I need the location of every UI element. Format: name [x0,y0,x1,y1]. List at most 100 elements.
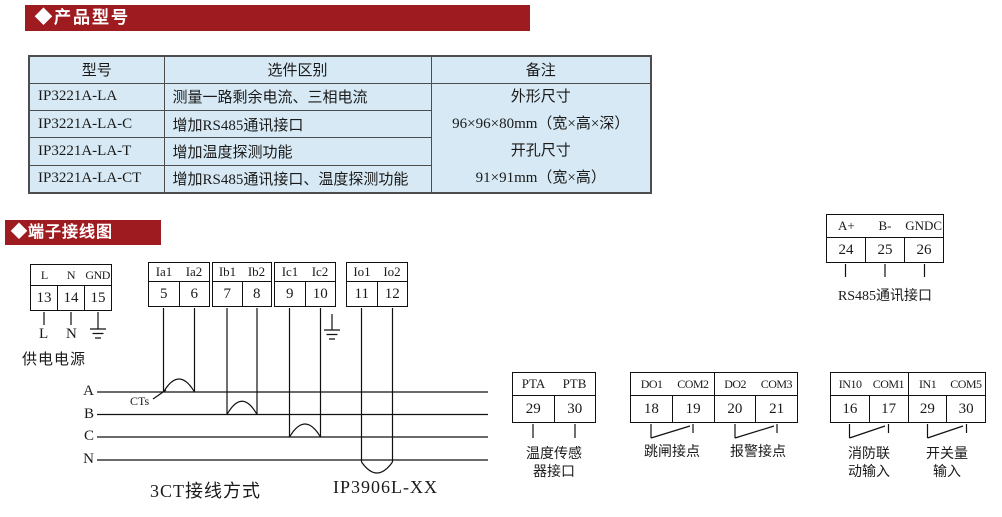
table-header-row: 型号 选件区别 备注 [28,55,652,84]
terminal-5: 5 [148,282,180,307]
terminal-18: 18 [630,396,673,423]
col-header-option: 选件区别 [163,55,432,84]
alarm-contact-label: 报警接点 [730,445,786,460]
terminal-7: 7 [212,282,243,307]
relay-header-box-2: DO2 COM3 [714,372,798,396]
terminal-label-do1: DO1 [640,377,663,391]
terminal-label-pta: PTA [521,376,546,391]
remark-line-1: 外形尺寸 [510,88,571,105]
remark-line-3: 开孔尺寸 [510,142,571,159]
terminal-29: 29 [512,396,555,423]
terminal-20: 20 [714,396,757,423]
table-row: IP3221A-LA-CT 增加RS485通讯接口、温度探测功能 [28,164,651,194]
model-cell: IP3221A-LA [28,82,165,111]
temperature-terminal-numbers: 29 30 [512,396,596,423]
terminal-30: 30 [554,396,596,423]
temperature-terminal-group: PTA PTB 29 30 [512,372,596,423]
ct-coil-icon [162,378,393,474]
terminal-11: 11 [346,282,378,307]
terminal-21: 21 [756,396,798,423]
phase-label-b: B [83,406,94,422]
terminal-17: 17 [869,396,909,423]
current-terminal-group-ib: Ib1 Ib2 7 8 [212,262,272,307]
terminal-14: 14 [58,286,85,311]
power-terminal-group: L N GND 13 14 15 [30,264,112,311]
terminal-label-a-plus: A+ [837,218,855,233]
terminal-9: 9 [274,282,306,307]
rs485-terminal-header: A+ B- GNDC [826,214,944,238]
model-cell: IP3221A-LA-CT [28,164,165,194]
fire-linkage-input-label: 消防联 动输入 [848,447,890,480]
terminal-label-com1: COM1 [872,377,905,391]
remark-line-4: 91×91mm（宽×高） [475,169,606,186]
temperature-stub-lines [532,424,576,438]
terminal-wiring-title: ◆端子接线图 [11,224,114,241]
terminal-wiring-banner: ◆端子接线图 [5,220,161,245]
phase-label-a: A [83,383,94,399]
ct-secondary-wires [162,308,394,462]
terminal-label-ptb: PTB [562,376,587,391]
current-terminal-group-ia: Ia1 Ia2 5 6 [148,262,210,307]
temperature-label: 温度传感 器接口 [526,447,582,480]
terminal-label-in1: IN1 [919,377,937,391]
terminal-8: 8 [242,282,272,307]
wiring-mode-caption: 3CT接线方式 [150,481,262,501]
io-terminal-header: Io1 Io2 [346,262,408,282]
terminal-label-io1: Io1 [353,264,371,279]
rs485-terminal-group: A+ B- GNDC 24 25 26 [826,214,944,263]
relay-terminal-header: DO1 COM2 DO2 COM3 [630,372,798,396]
terminal-10: 10 [305,282,336,307]
product-model-table: 型号 选件区别 备注 IP3221A-LA 测量一路剩余电流、三相电流 外形尺寸… [28,55,652,194]
table-row: IP3221A-LA-C 增加RS485通讯接口 [28,109,651,139]
col-header-remark: 备注 [430,55,652,84]
terminal-label-in10: IN10 [838,377,862,391]
option-cell: 增加RS485通讯接口、温度探测功能 [163,164,432,194]
phase-lines [97,391,488,461]
trip-contact-label: 跳闸接点 [644,445,700,460]
terminal-label-gnd: GND [85,268,110,282]
terminal-30b: 30 [947,396,986,423]
terminal-13: 13 [30,286,58,311]
terminal-19: 19 [672,396,715,423]
option-cell: 增加RS485通讯接口 [163,109,432,139]
cts-label: CTs [130,394,150,408]
remark-line-2: 96×96×80mm（宽×高×深） [452,115,630,132]
input-header-box-1: IN10 COM1 [830,372,909,396]
rs485-stub-lines [844,264,926,277]
relay-header-box-1: DO1 COM2 [630,372,715,396]
terminal-label-ib2: Ib2 [247,264,266,279]
terminal-16: 16 [830,396,870,423]
device-model-caption: IP3906L-XX [333,477,438,497]
relay-terminal-numbers: 18 19 20 21 [630,396,798,423]
rs485-terminal-numbers: 24 25 26 [826,238,944,263]
terminal-label-com3: COM3 [760,377,793,391]
terminal-label-ic1: Ic1 [281,264,299,279]
terminal-12: 12 [377,282,408,307]
ground-icon [90,328,106,339]
terminal-label-com2: COM2 [677,377,709,391]
model-cell: IP3221A-LA-C [28,109,165,139]
phase-label-c: C [83,428,94,444]
table-row: IP3221A-LA-T 增加温度探测功能 [28,137,651,166]
power-line-letter-n: N [66,326,77,342]
terminal-25: 25 [866,238,905,263]
switch-input-label: 开关量 输入 [926,447,968,480]
terminal-6: 6 [179,282,210,307]
temperature-terminal-header: PTA PTB [512,372,596,396]
terminal-29b: 29 [908,396,948,423]
input-terminal-numbers: 16 17 29 30 [830,396,986,423]
cts-pointer-line [152,389,167,400]
terminal-label-do2: DO2 [724,377,747,391]
power-terminal-numbers: 13 14 15 [30,286,112,311]
remark-cell: 外形尺寸 96×96×80mm（宽×高×深） 开孔尺寸 91×91mm（宽×高） [430,82,652,193]
product-model-title: ◆产品型号 [35,8,130,27]
table-row: IP3221A-LA 测量一路剩余电流、三相电流 外形尺寸 96×96×80mm… [28,82,652,193]
current-terminal-group-ic: Ic1 Ic2 9 10 [274,262,336,307]
ia-terminal-header: Ia1 Ia2 [148,262,210,282]
col-header-model: 型号 [28,55,165,84]
ground-icon [324,314,340,340]
ib-terminal-header: Ib1 Ib2 [212,262,272,282]
terminal-label-l: L [40,268,48,282]
terminal-label-com5: COM5 [950,377,982,391]
